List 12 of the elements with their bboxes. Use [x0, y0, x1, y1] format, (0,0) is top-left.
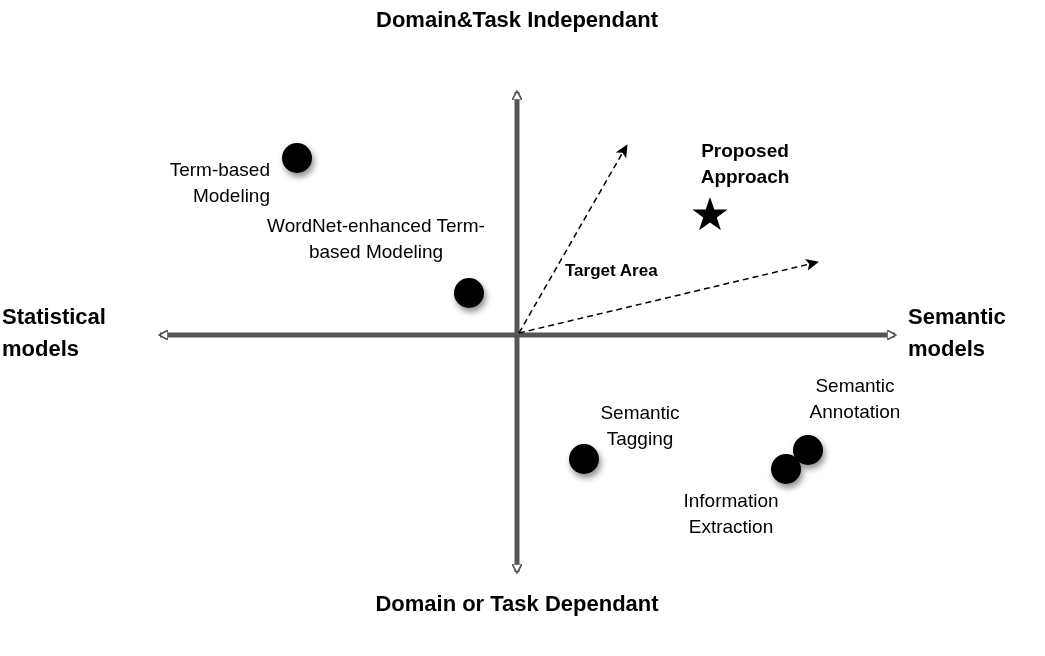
point-label: WordNet-enhanced Term-based Modeling [266, 214, 486, 264]
point-label: Semantic Tagging [599, 401, 681, 451]
point-label: Proposed Approach [699, 139, 791, 189]
axis-label: Domain or Task Dependant [374, 590, 660, 618]
axis-label: Semantic models [908, 303, 1007, 363]
axis-label: Statistical models [2, 303, 107, 363]
axis-label: Domain&Task Independant [375, 6, 659, 34]
point-label: Information Extraction [682, 489, 780, 539]
point-label: Semantic Annotation [808, 374, 902, 424]
area-label: Target Area [565, 260, 659, 282]
star-marker [692, 197, 728, 232]
point-label: Term-based Modeling [168, 158, 270, 208]
